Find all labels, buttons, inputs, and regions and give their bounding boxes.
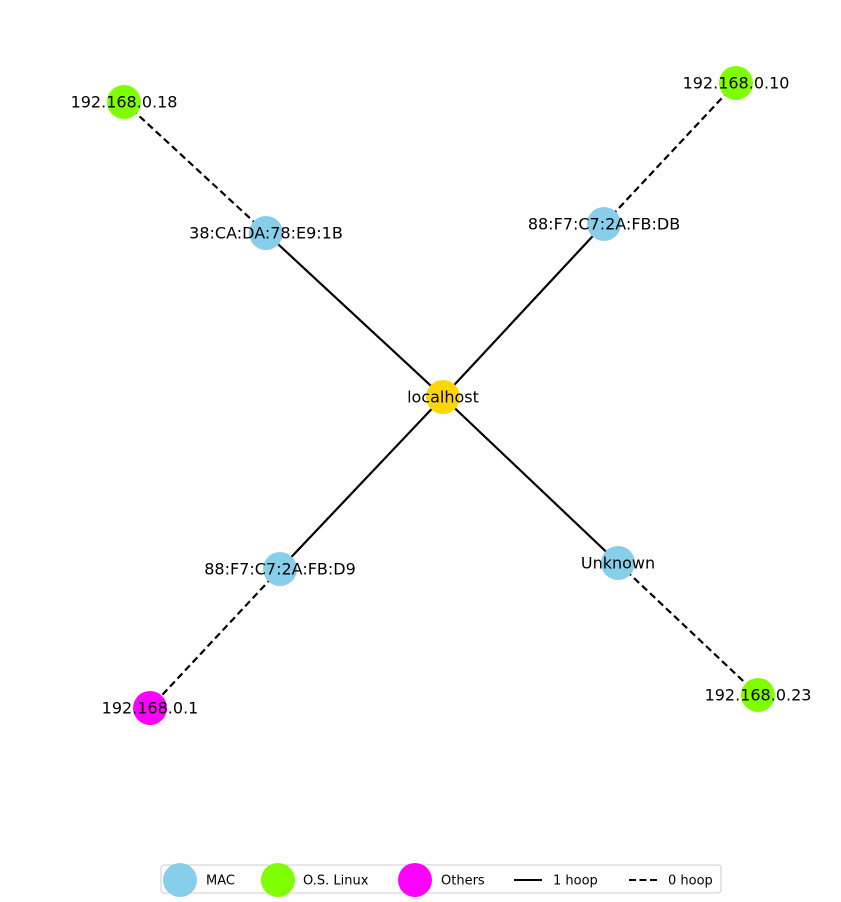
node-ip18 [107,85,141,119]
node-mac3 [263,552,297,586]
node-mac2 [587,207,621,241]
legend-linux-label: O.S. Linux [303,874,369,889]
legend-mac-marker [163,863,197,897]
legend-dashed-label: 0 hoop [668,874,713,889]
edge-mac4-ip23 [617,562,759,696]
nodes-layer [107,66,775,725]
edge-localhost-mac3 [279,396,444,570]
node-label-ip1: 192.168.0.1 [102,699,199,718]
edge-localhost-mac4 [442,396,619,564]
node-label-ip23: 192.168.0.23 [705,686,812,705]
node-label-ip10: 192.168.0.10 [683,74,790,93]
node-label-mac3: 88:F7:C7:2A:FB:D9 [204,560,356,579]
legend-others-label: Others [441,874,485,889]
legend-linux-marker [261,863,295,897]
node-mac4 [601,546,635,580]
node-label-localhost: localhost [407,388,479,407]
node-label-ip18: 192.168.0.18 [71,93,178,112]
node-localhost [426,380,460,414]
edges-layer [123,82,759,709]
node-ip1 [133,691,167,725]
edge-localhost-mac2 [442,223,605,398]
edge-mac3-ip1 [149,568,281,709]
node-label-mac1: 38:CA:DA:78:E9:1B [189,224,343,243]
node-mac1 [249,216,283,250]
edge-localhost-mac1 [265,232,444,398]
legend-solid-label: 1 hoop [553,874,598,889]
node-ip23 [741,678,775,712]
node-ip10 [719,66,753,100]
labels-layer: localhost 38:CA:DA:78:E9:1B 88:F7:C7:2A:FB… [71,74,812,718]
legend: MAC O.S. Linux Others 1 hoop 0 hoop [160,863,722,897]
node-label-mac4: Unknown [581,554,655,573]
node-label-mac2: 88:F7:C7:2A:FB:DB [528,215,680,234]
legend-frame [160,864,722,894]
edge-mac2-ip10 [603,82,737,225]
legend-mac-label: MAC [206,874,235,889]
legend-others-marker [398,863,432,897]
edge-mac1-ip18 [123,101,267,234]
